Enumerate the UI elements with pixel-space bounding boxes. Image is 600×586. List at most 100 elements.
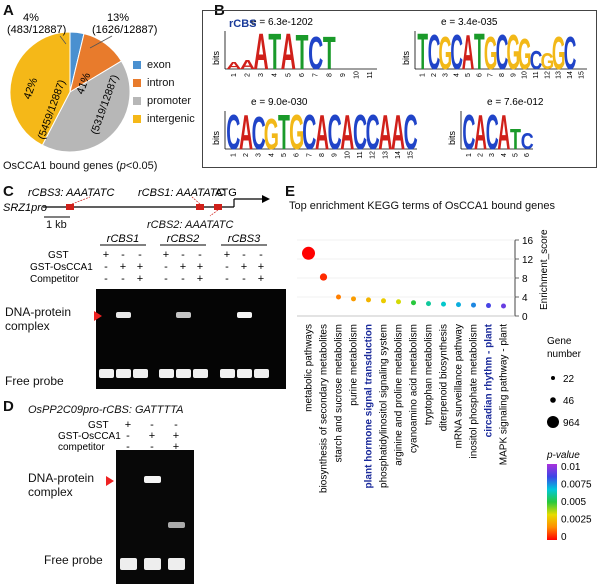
lane-sign: - (181, 273, 185, 285)
motif-evalue: e = 7.6e-012 (487, 97, 544, 108)
motif-letter: A (391, 104, 405, 159)
lane-sign: - (126, 430, 130, 442)
kegg-point (501, 303, 506, 309)
kegg-category-label: inositol phosphate metabolism (469, 324, 480, 459)
color-legend-label: 0 (561, 532, 567, 543)
lane-sign: - (259, 249, 263, 261)
motif-ylabel: bits (211, 50, 221, 65)
motif-position-label: 12 (370, 151, 377, 159)
motif-letter: C (450, 25, 463, 80)
motif-letter: G (289, 104, 304, 159)
condition-label: GST (88, 420, 109, 431)
kegg-category-label: diterpenoid biosynthesis (439, 324, 450, 431)
lane-sign: - (121, 273, 125, 285)
motif-letter: G (507, 25, 521, 80)
motif-ylabel: bits (447, 130, 457, 145)
motif-position-label: 5 (285, 73, 292, 77)
size-legend-dot (550, 397, 556, 403)
lane-sign: + (197, 261, 203, 273)
motif-letter: T (296, 25, 309, 80)
motif-position-label: 6 (524, 153, 531, 157)
legend-swatch (133, 97, 141, 105)
y-tick-label: 12 (522, 255, 534, 266)
kegg-point (319, 273, 328, 281)
condition-label: GST-OsCCA1 (30, 262, 93, 273)
lane-sign: - (121, 249, 125, 261)
motif-position-label: 9 (332, 153, 339, 157)
lane-sign: + (149, 430, 155, 442)
motif-letter: G (552, 28, 566, 80)
legend-item-exon: exon (133, 56, 195, 74)
lane-sign: + (125, 419, 131, 431)
motif-position-label: 2 (244, 73, 251, 77)
motif-letter: G (264, 110, 279, 159)
motif-letter: C (328, 104, 342, 159)
panel-c-letter: C (3, 183, 14, 200)
lane-sign: + (224, 249, 230, 261)
motif-letter: G (541, 49, 555, 75)
promoter-label: SRZ1pro (3, 202, 47, 214)
kegg-category-label: tryptophan metabolism (424, 324, 435, 425)
motif-position-label: 3 (256, 153, 263, 157)
kegg-category-label: mRNA surveillance pathway (454, 324, 465, 449)
condition-label: competitor (58, 442, 105, 453)
lane-sign: - (150, 419, 154, 431)
free-probe-band (237, 369, 252, 378)
motif-position-label: 11 (357, 151, 364, 158)
motif-position-label: 9 (510, 73, 517, 77)
free-probe-band (176, 369, 191, 378)
lane-sign: - (242, 273, 246, 285)
pie-caption: OsCCA1 bound genes (p<0.05) (3, 160, 158, 172)
lane-sign: + (173, 441, 179, 453)
free-probe-band (159, 369, 174, 378)
legend-label: exon (147, 59, 171, 71)
atg-label: ATG (215, 187, 237, 199)
lane-sign: - (225, 261, 229, 273)
size-legend-dot (551, 376, 555, 380)
motif-letter: C (462, 105, 475, 159)
motif-position-label: 3 (258, 73, 265, 77)
motif-letter: C (226, 104, 240, 159)
motif-position-label: 4 (268, 153, 275, 157)
color-legend-label: 0.0075 (561, 480, 592, 491)
kegg-point (301, 246, 316, 260)
y-tick-label: 4 (522, 293, 528, 304)
motif-evalue: e = 6.3e-1202 (251, 17, 313, 28)
motif-letter: T (268, 23, 281, 81)
motif-letter: A (226, 60, 241, 72)
pie-chart: 4% (483/12887) 13% (1626/12887) 41% (531… (7, 12, 157, 153)
kegg-point (366, 297, 371, 303)
pie-slice-promoter (41, 60, 131, 153)
d-free-probe-label: Free probe (44, 553, 103, 567)
motif-letter: C (564, 28, 577, 80)
motif-position-label: 2 (243, 153, 250, 157)
motif-letter: G (484, 28, 498, 80)
free-probe-band (220, 369, 235, 378)
rcbs1-label: rCBS1: AAATATC (138, 187, 224, 199)
motif-position-label: 15 (578, 71, 585, 79)
motif-position-label: 11 (367, 71, 374, 78)
motif-position-label: 14 (567, 71, 574, 79)
lane-sign: - (164, 261, 168, 273)
kegg-point (396, 299, 401, 305)
free-probe-band (99, 369, 114, 378)
size-legend-title: number (547, 349, 582, 360)
lane-sign: + (258, 273, 264, 285)
lane-sign: + (197, 273, 203, 285)
kegg-point (381, 298, 386, 304)
motif-letter: G (518, 31, 532, 80)
motif-position-label: 8 (319, 153, 326, 157)
motif-letter: A (462, 25, 475, 80)
complex-band (144, 476, 161, 483)
motif-position-label: 12 (544, 71, 551, 79)
complex-band (237, 312, 252, 318)
y-tick-label: 16 (522, 236, 534, 247)
legend-swatch (133, 79, 141, 87)
